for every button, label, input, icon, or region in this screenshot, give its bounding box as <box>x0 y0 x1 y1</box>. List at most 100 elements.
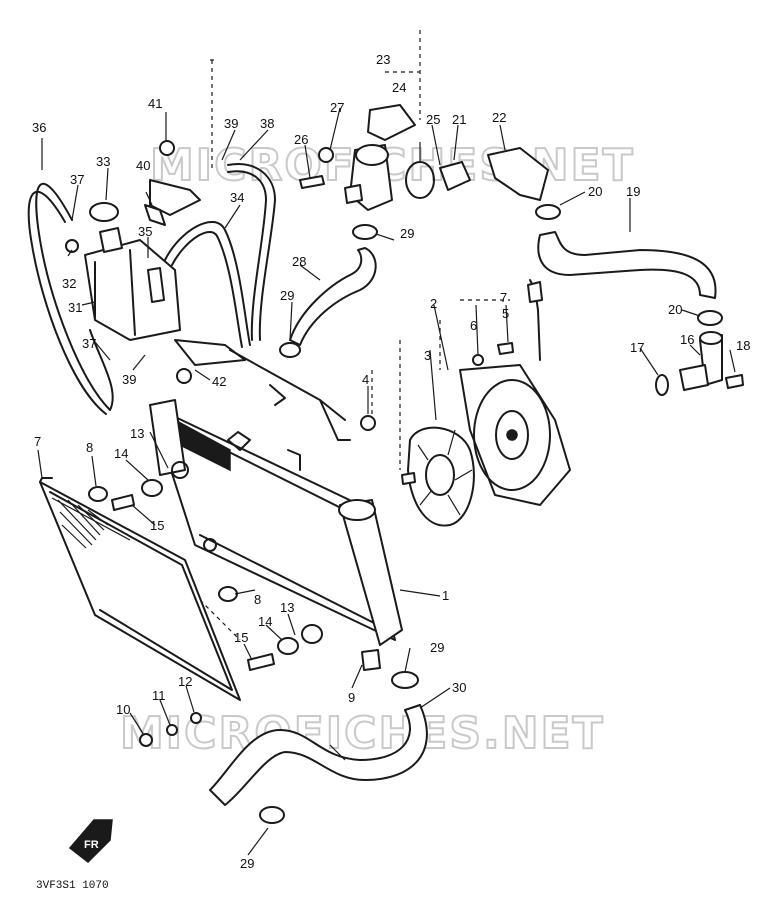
callout-23: 23 <box>376 52 390 67</box>
callout-7-guard: 7 <box>34 434 41 449</box>
front-marker-label: FR <box>84 839 99 851</box>
thermostat-housing <box>344 104 549 211</box>
callout-22: 22 <box>492 110 506 125</box>
callout-25: 25 <box>426 112 440 127</box>
hose-clamp-20b <box>697 310 723 326</box>
washer-11 <box>166 724 178 736</box>
callout-36: 36 <box>32 120 46 135</box>
hardware <box>65 140 744 824</box>
callout-13-lower: 13 <box>280 600 294 615</box>
callout-19: 19 <box>626 184 640 199</box>
callout-42: 42 <box>212 374 226 389</box>
nut-4 <box>360 415 376 431</box>
callout-38: 38 <box>260 116 274 131</box>
overflow-hose-36 <box>27 182 114 415</box>
callout-8-upper: 8 <box>86 440 93 455</box>
callout-15-upper: 15 <box>150 518 164 533</box>
screw-fan <box>401 472 416 485</box>
radiator-hose-19 <box>537 231 717 299</box>
fan-assembly <box>459 279 571 506</box>
watermark-top: MICROFICHES.NET <box>150 140 635 191</box>
hose-38 <box>227 163 276 341</box>
bleeder-27 <box>318 147 334 163</box>
callout-33: 33 <box>96 154 110 169</box>
callout-37-upper: 37 <box>70 172 84 187</box>
callout-29-lower: 29 <box>430 640 444 655</box>
callout-1: 1 <box>442 588 449 603</box>
callout-14-lower: 14 <box>258 614 272 629</box>
collar-14b <box>277 637 299 655</box>
reservoir-cap <box>89 202 119 222</box>
callout-27: 27 <box>330 100 344 115</box>
callout-12: 12 <box>178 674 192 689</box>
hose-34 <box>164 220 251 348</box>
callout-7-fan: 7 <box>500 290 507 305</box>
callout-37-lower: 37 <box>82 336 96 351</box>
radiator-cap <box>367 104 416 141</box>
callout-30: 30 <box>452 680 466 695</box>
callout-28: 28 <box>292 254 306 269</box>
bolt-15 <box>111 494 135 511</box>
hose-clamp-29 <box>279 342 301 358</box>
outlet-pipe <box>655 331 723 396</box>
callout-6: 6 <box>470 318 477 333</box>
callout-13-upper: 13 <box>130 426 144 441</box>
bolt-10 <box>139 733 153 747</box>
collar-12 <box>190 712 202 724</box>
hose-clamp-lower <box>391 671 419 689</box>
thermostat <box>439 161 471 191</box>
callout-31: 31 <box>68 300 82 315</box>
callout-3: 3 <box>424 348 431 363</box>
callout-40: 40 <box>136 158 150 173</box>
callout-29-bottom: 29 <box>240 856 254 871</box>
bolt-32 <box>65 239 79 253</box>
diagram-code: 3VF3S1 1070 <box>36 880 109 892</box>
callout-10: 10 <box>116 702 130 717</box>
bracket-9 <box>361 649 381 671</box>
callout-17: 17 <box>630 340 644 355</box>
callout-4: 4 <box>362 372 369 387</box>
callout-18: 18 <box>736 338 750 353</box>
callout-39-upper: 39 <box>224 116 238 131</box>
reference-line-left <box>210 59 215 170</box>
hose-clamp-bottom <box>259 806 285 824</box>
grommet-13 <box>301 624 323 644</box>
o-ring-17 <box>655 374 669 396</box>
callout-5: 5 <box>502 306 509 321</box>
callout-9: 9 <box>348 690 355 705</box>
washer-6 <box>472 354 484 366</box>
callout-24: 24 <box>392 80 406 95</box>
hose-clamp-20 <box>535 204 561 220</box>
radiator-guard <box>39 477 241 701</box>
leader-lines <box>37 107 736 856</box>
front-direction-marker: FR <box>68 819 113 863</box>
bolt-41 <box>159 140 175 156</box>
callout-14-upper: 14 <box>114 446 128 461</box>
hose-clamp-upper <box>352 224 378 240</box>
thermostat-outlet <box>487 147 549 201</box>
callout-20-lower: 20 <box>668 302 682 317</box>
callout-26: 26 <box>294 132 308 147</box>
callout-labels: 1 2 3 4 5 6 7 7 8 8 9 10 11 12 13 13 14 … <box>32 52 750 871</box>
callout-29-mid: 29 <box>280 288 294 303</box>
reference-line-top <box>385 30 421 120</box>
callout-20-upper: 20 <box>588 184 602 199</box>
callout-32: 32 <box>62 276 76 291</box>
callout-11: 11 <box>152 688 166 703</box>
reservoir-tank <box>84 202 181 341</box>
callout-29-upper: 29 <box>400 226 414 241</box>
callout-15-lower: 15 <box>234 630 248 645</box>
callout-8-lower: 8 <box>254 592 261 607</box>
reference-lines-fan <box>371 299 510 470</box>
callout-34: 34 <box>230 190 244 205</box>
damper-8 <box>88 486 108 502</box>
callout-16: 16 <box>680 332 694 347</box>
radiator-core <box>149 399 403 646</box>
bolt-26 <box>299 175 325 189</box>
damper-8b <box>218 586 238 602</box>
nut-42 <box>176 368 192 384</box>
collar-14 <box>141 479 163 497</box>
callout-41: 41 <box>148 96 162 111</box>
radiator-hose-30 <box>209 704 428 806</box>
